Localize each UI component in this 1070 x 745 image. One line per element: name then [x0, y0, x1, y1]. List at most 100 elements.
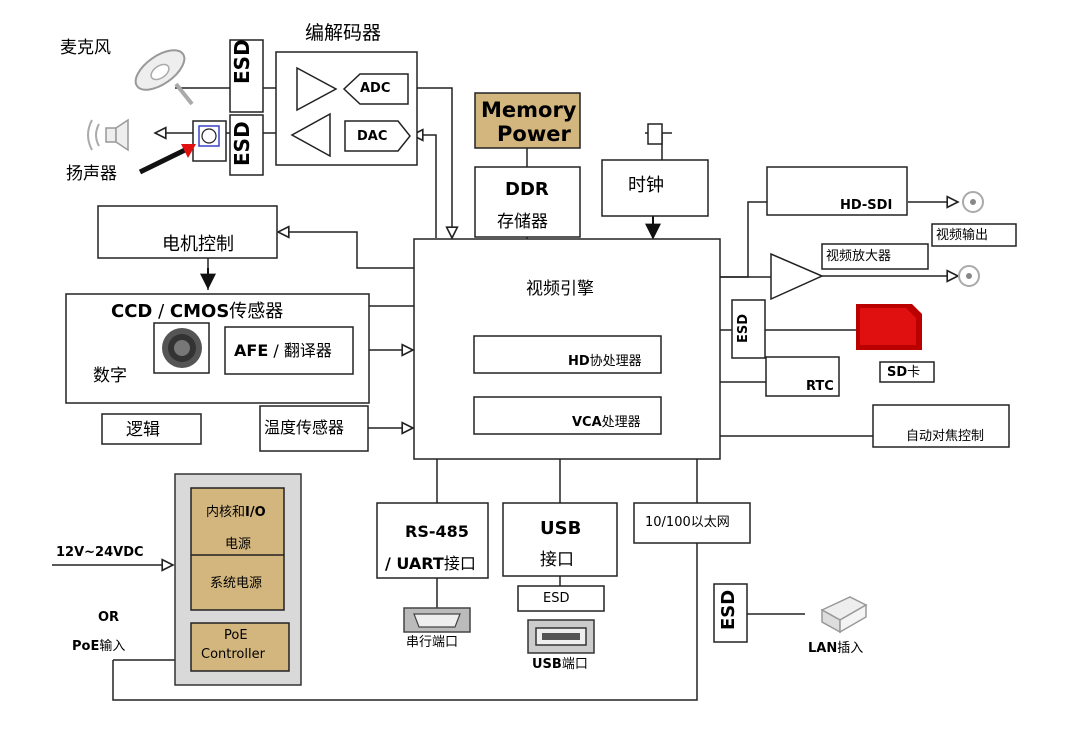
- adc-label: ADC: [360, 81, 391, 96]
- autofocus-box: [872, 404, 1010, 448]
- sensor-title-cmos: CMOS: [169, 301, 230, 322]
- sd-label-a: SD: [887, 365, 908, 380]
- hd-sdi-label: HD-SDI: [840, 198, 893, 213]
- usb-port-a: USB: [532, 657, 562, 672]
- usb-box: [502, 502, 618, 577]
- or-label: OR: [98, 610, 120, 625]
- temp-sensor-label: 温度传感器: [264, 418, 345, 437]
- serial-port-icon: [403, 607, 471, 633]
- poe-controller-line1: PoE: [224, 628, 248, 643]
- lan-label: LAN插入: [808, 642, 863, 655]
- video-engine-label: 视频引擎: [526, 279, 594, 299]
- hd-label-b: 协处理器: [589, 354, 642, 369]
- core-io-label: 内核和I/O: [206, 506, 266, 519]
- hd-sdi-box: [766, 166, 908, 216]
- digital-label: 数字: [93, 366, 127, 386]
- line-engine-motor: [278, 232, 414, 269]
- rs485-line1: RS-485: [405, 522, 469, 541]
- rtc-label: RTC: [806, 379, 834, 394]
- speaker-icon: [87, 118, 129, 152]
- adc-shape: [342, 73, 409, 105]
- lens-core: [174, 340, 190, 356]
- poe-in-label: PoE输入: [72, 640, 125, 653]
- ddr-sub-label: 存储器: [497, 212, 548, 232]
- microphone-label: 麦克风: [60, 38, 111, 58]
- sensor-title-ccd: CCD: [111, 301, 153, 322]
- usb-line2: 接口: [540, 550, 574, 570]
- hd-coprocessor-label: HD协处理器: [568, 355, 642, 368]
- rtc-box: [765, 356, 840, 397]
- rs485-line2-a: / UART: [385, 554, 444, 573]
- clock-box: [601, 159, 709, 217]
- speaker-arrow-head: [181, 144, 196, 158]
- speaker-input-arrow: [138, 147, 187, 175]
- afe-box: [224, 326, 354, 375]
- usb-port-b: 端口: [561, 657, 588, 672]
- esd-lan-box: [713, 583, 748, 643]
- sensor-title-suffix: 传感器: [229, 301, 284, 322]
- video-amp-triangle: [770, 252, 824, 301]
- video-output-label: 视频输出: [936, 228, 989, 243]
- dac-amplifier-triangle: [290, 112, 331, 158]
- video-output-connector-icon: [958, 191, 984, 287]
- sd-card-label-box: [879, 361, 935, 383]
- logic-box: [101, 413, 202, 445]
- serial-port-label: 串行端口: [406, 635, 459, 650]
- usb-port-label: USB端口: [532, 658, 588, 671]
- vca-label-a: VCA: [572, 415, 602, 430]
- esd-speaker-box: [229, 114, 264, 176]
- poe-in-b: 输入: [99, 639, 126, 654]
- codec-label: 编解码器: [305, 22, 382, 44]
- crystal-icon: [647, 123, 663, 145]
- speaker-label: 扬声器: [66, 164, 117, 184]
- afe-label-b: / 翻译器: [268, 341, 332, 360]
- power-supply-box: [190, 487, 285, 611]
- adc-amplifier-triangle: [296, 66, 338, 112]
- sd-card-label: SD卡: [887, 366, 920, 379]
- poe-controller-box: [190, 622, 290, 672]
- sd-label-b: 卡: [907, 365, 921, 380]
- esd-sd-label: ESD: [736, 313, 751, 343]
- dac-shape: [344, 120, 411, 152]
- line-adc-engine: [410, 87, 452, 238]
- ethernet-label: 10/100以太网: [645, 515, 730, 530]
- motor-control-box: [97, 205, 278, 259]
- esd-mic-label: ESD: [230, 39, 254, 84]
- esd-lan-label: ESD: [718, 589, 739, 630]
- rs485-box: [376, 502, 489, 579]
- dac-label: DAC: [357, 129, 388, 144]
- hd-coprocessor-box: [473, 335, 662, 374]
- logic-label: 逻辑: [126, 420, 160, 440]
- core-io-b: I/O: [245, 505, 266, 520]
- memory-power-line2: Power: [497, 122, 571, 146]
- video-amp-label: 视频放大器: [826, 249, 892, 264]
- vca-label-b: 处理器: [601, 415, 641, 430]
- lan-label-b: 插入: [837, 641, 864, 656]
- connection-lines: [52, 87, 958, 701]
- vca-processor-label: VCA处理器: [572, 416, 641, 429]
- core-io-a: 内核和: [206, 505, 246, 520]
- vca-processor-box: [473, 396, 662, 435]
- esd-speaker-label: ESD: [230, 121, 254, 166]
- autofocus-label: 自动对焦控制: [906, 429, 985, 444]
- esd-sd-box: [731, 299, 766, 359]
- lan-label-a: LAN: [808, 641, 838, 656]
- ddr-label: DDR: [505, 179, 549, 200]
- esd-mic-box: [229, 39, 264, 113]
- usb-line1: USB: [540, 518, 582, 539]
- hd-label-a: HD: [568, 354, 590, 369]
- ddr-box: [474, 166, 581, 238]
- esd-usb-box: [517, 585, 605, 612]
- video-amp-label-box: [821, 243, 929, 270]
- esd-usb-label: ESD: [543, 591, 570, 606]
- rs485-line2: / UART接口: [385, 556, 476, 572]
- lan-plug-icon: [820, 596, 868, 634]
- line-ethernet-poe: [112, 459, 698, 701]
- jack-circle: [201, 128, 217, 144]
- video-output-box: [931, 223, 1017, 247]
- afe-label: AFE / 翻译器: [234, 343, 332, 359]
- usb-port-icon: [527, 619, 595, 654]
- afe-label-a: AFE: [234, 341, 269, 360]
- poe-in-a: PoE: [72, 639, 100, 654]
